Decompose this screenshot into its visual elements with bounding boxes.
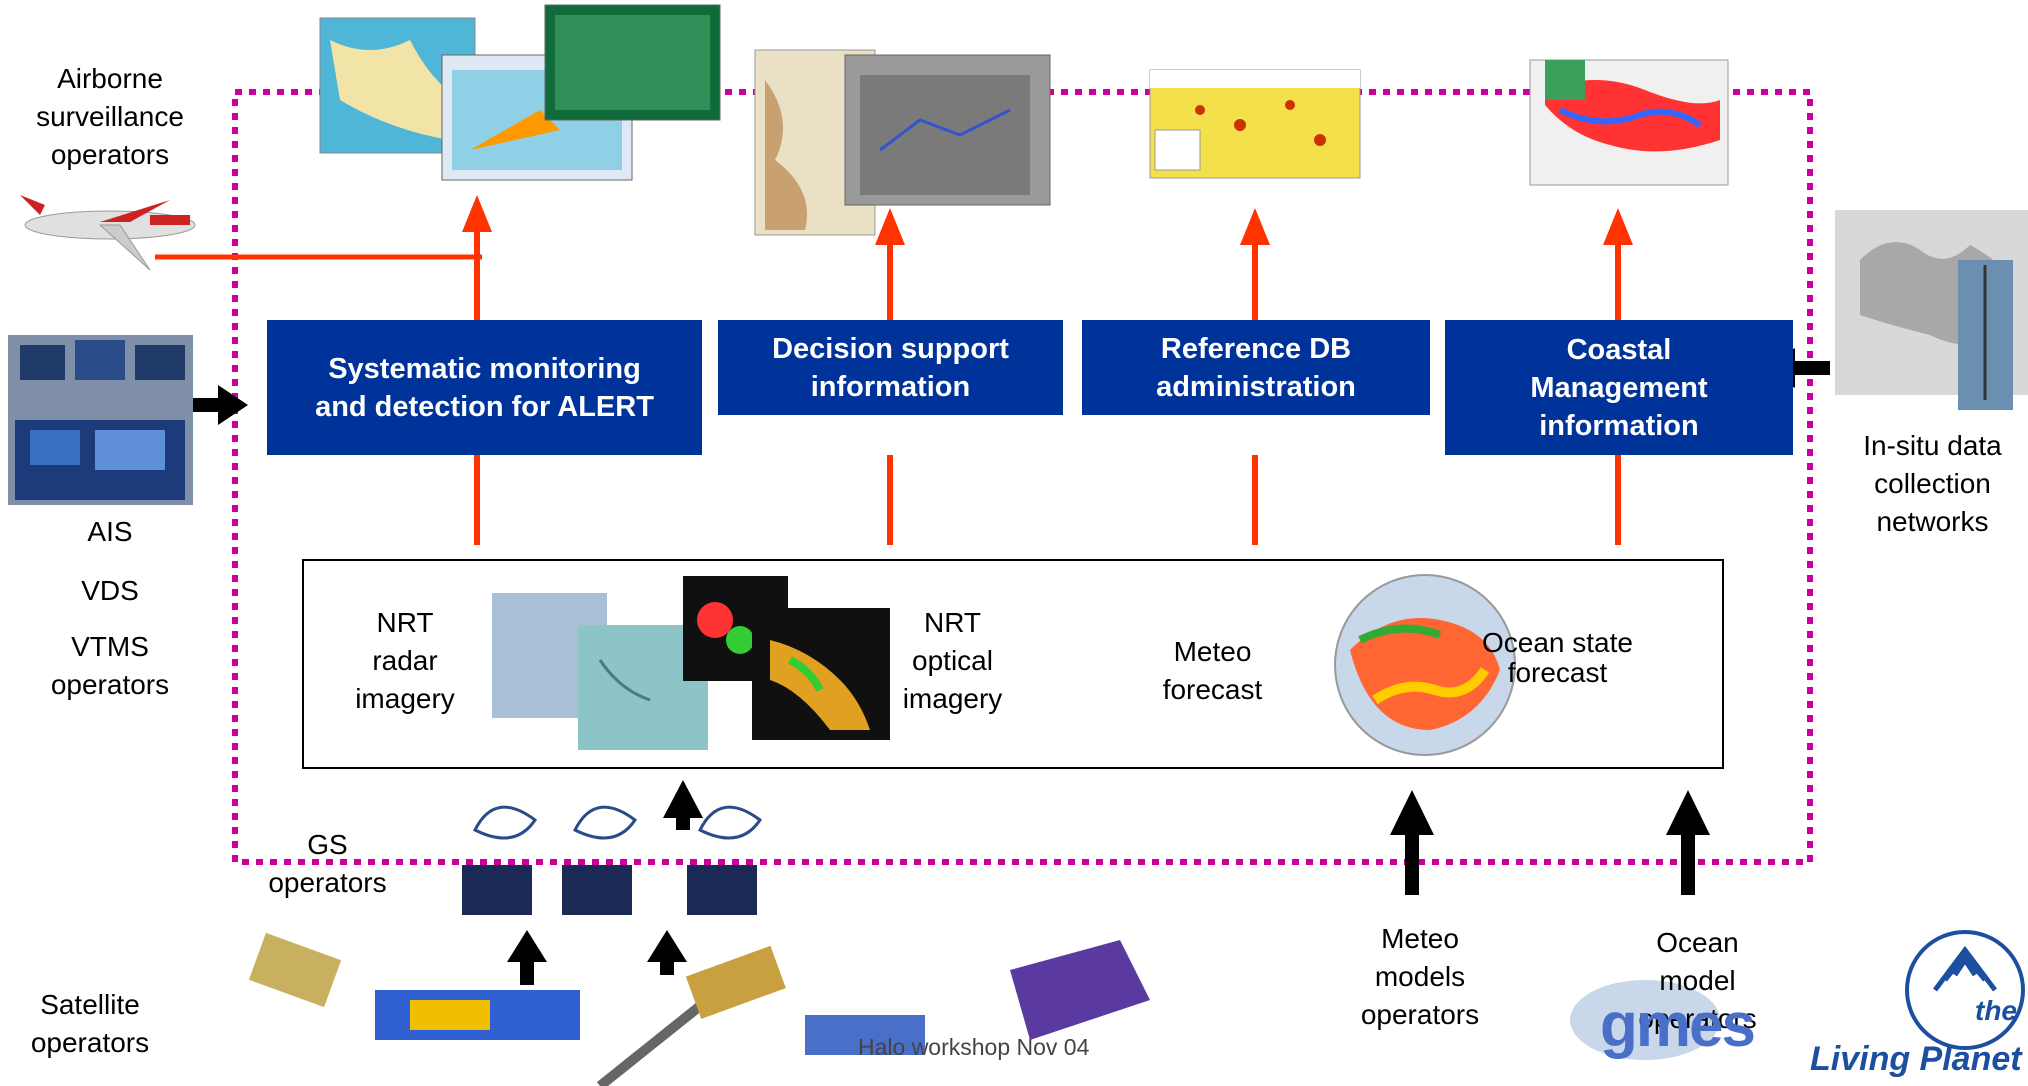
radar-imagery-thumbnails (492, 593, 708, 750)
satellite-icon-5 (1010, 940, 1150, 1040)
ocean-model-operators-label: Ocean model operators (1638, 927, 1757, 1034)
airborne-operators-label: Airborne surveillance operators (36, 63, 184, 170)
the-text: the (1975, 995, 2017, 1026)
service-box-coastal: Coastal Management information (1445, 320, 1793, 455)
ocean-globe-icon (1334, 574, 1516, 756)
refdb-products-thumbnails (1149, 69, 1361, 179)
gmes-logo (1570, 980, 1720, 1060)
service-box-decision: Decision support information (718, 320, 1063, 415)
airplane-icon (20, 195, 196, 271)
red-arrows-lower (474, 455, 1621, 545)
arrow-head-decision (875, 208, 905, 245)
ground-stations-icons (462, 805, 763, 915)
optical-imagery-thumbnails (683, 576, 890, 740)
antenna-icon-3 (687, 805, 763, 915)
insitu-map-icon (1835, 210, 2028, 410)
insitu-networks-label: In-situ data collection networks (1863, 430, 2002, 537)
antenna-icon-2 (562, 805, 638, 915)
arrow-sat-up-1 (507, 930, 547, 962)
gs-operators-label: GS operators (268, 829, 387, 898)
antenna-icon-1 (462, 805, 538, 915)
footer-text: Halo workshop Nov 04 (858, 1034, 1090, 1060)
arrow-meteo-up (1390, 790, 1434, 835)
ais-label: AIS (87, 516, 133, 547)
meteo-models-operators-label: Meteo models operators (1360, 923, 1480, 1030)
ocean-state-forecast-label: Ocean state forecast (1482, 627, 1633, 688)
living-planet-text: Living Planet (1810, 1040, 2022, 1078)
vtms-operators-label: VTMS operators (50, 631, 170, 700)
service-box-refdb: Reference DB administration (1082, 320, 1430, 415)
alert-products-thumbnails (319, 4, 721, 181)
nrt-radar-label: NRT radar imagery (355, 607, 455, 714)
arrow-vtms-in (218, 385, 248, 425)
satellite-icon-1 (248, 932, 342, 1008)
arrow-head-coastal (1603, 208, 1633, 245)
satellite-operators-label: Satellite operators (30, 989, 150, 1058)
gmes-logo-text: gmes (1600, 991, 1756, 1060)
arrow-ocean-up (1666, 790, 1710, 835)
arrow-head-alert (462, 195, 492, 232)
arrow-head-refdb (1240, 208, 1270, 245)
satellite-icon-4 (805, 1015, 925, 1055)
arrow-gs-up (663, 780, 703, 818)
decision-products-thumbnails (754, 49, 1051, 236)
arrow-sat-up-2 (647, 930, 687, 962)
living-planet-logo (1905, 930, 2025, 1050)
vtms-console-icon (8, 335, 193, 505)
vds-label: VDS (81, 575, 139, 606)
nrt-optical-label: NRT optical imagery (902, 607, 1003, 714)
red-arrows-upper (155, 195, 1633, 320)
meteo-forecast-label: Meteo forecast (1162, 636, 1263, 705)
service-box-alert: Systematic monitoring and detection for … (267, 320, 702, 455)
satellites-icons (248, 932, 1150, 1086)
coastal-products-thumbnails (1529, 59, 1729, 186)
